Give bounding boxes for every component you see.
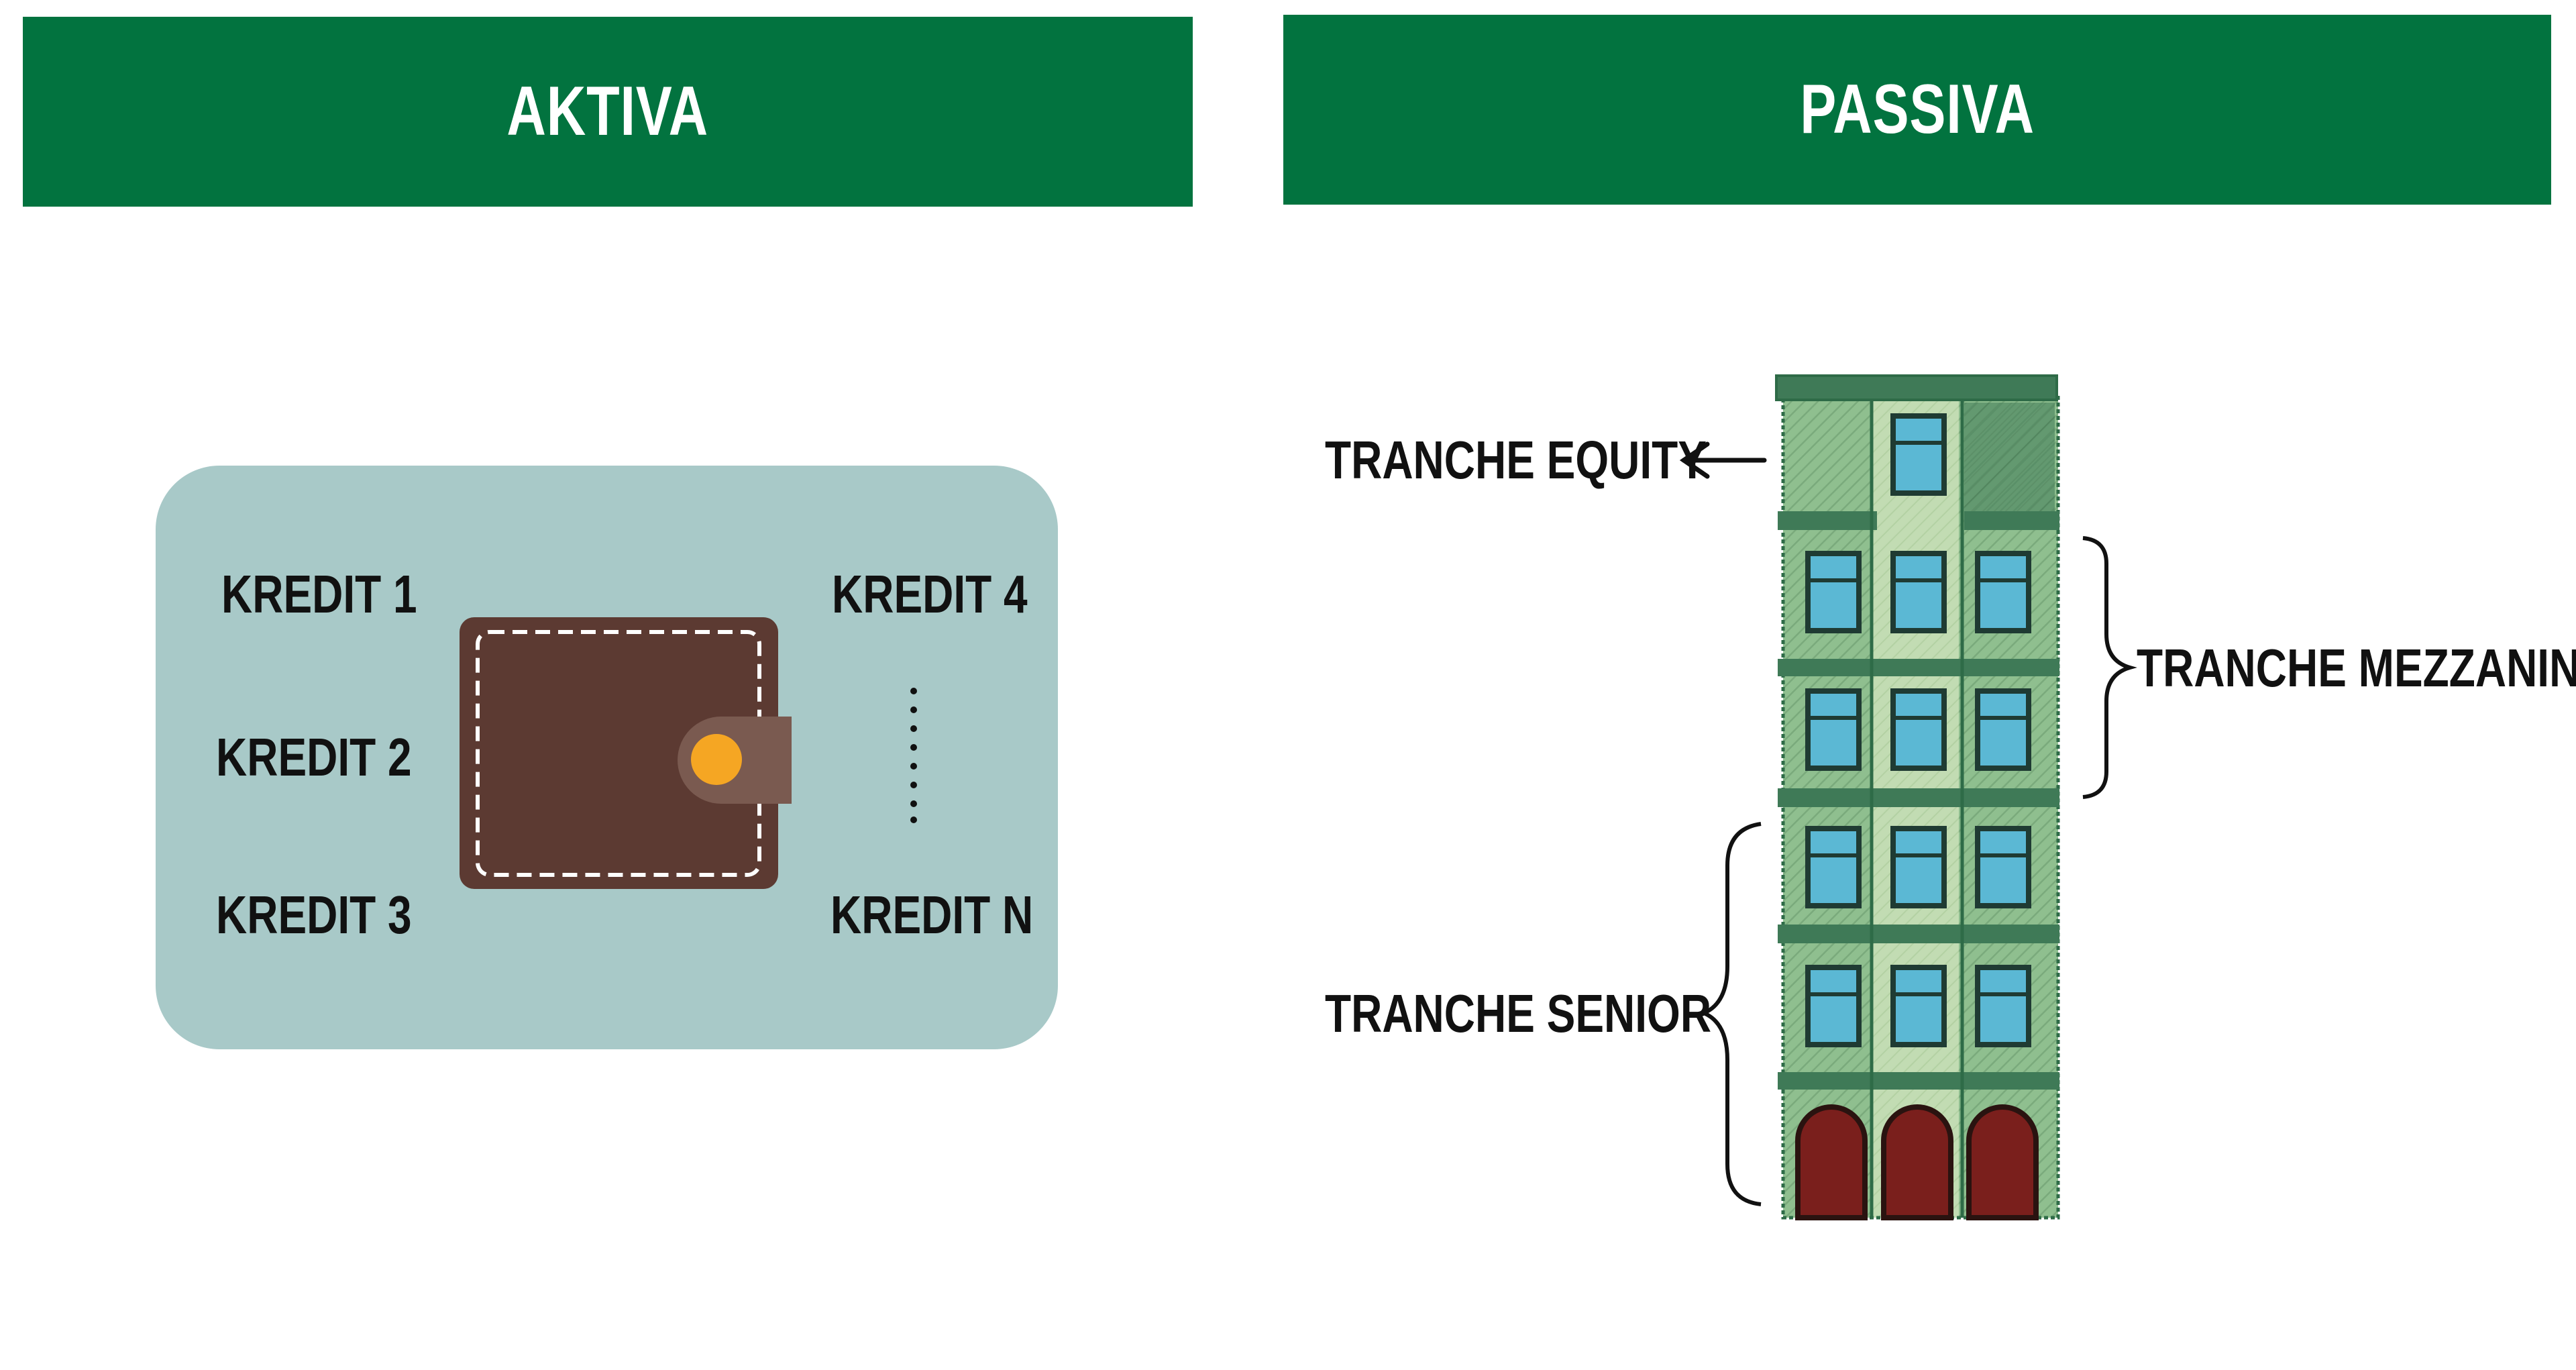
passiva-header-label: PASSIVA (1800, 70, 2035, 148)
tranche-equity-label: TRANCHE EQUITY (1325, 430, 1707, 490)
ellipsis-dots (910, 688, 917, 823)
wallet-icon (460, 617, 792, 889)
passiva-header: PASSIVA (1283, 15, 2551, 205)
credit-label-3: KREDIT 3 (216, 885, 412, 945)
credit-label-n: KREDIT N (830, 885, 1034, 945)
aktiva-header: AKTIVA (23, 17, 1193, 207)
aktiva-header-label: AKTIVA (506, 72, 709, 150)
building-icon (1775, 374, 2060, 1220)
arrow-left-icon (1679, 441, 1767, 479)
credit-label-4: KREDIT 4 (832, 564, 1028, 624)
credit-label-1: KREDIT 1 (221, 564, 417, 624)
credit-label-2: KREDIT 2 (216, 727, 412, 787)
brace-icon (1699, 822, 1762, 1206)
tranche-senior-label: TRANCHE SENIOR (1325, 984, 1712, 1043)
tranche-mezzanine-label: TRANCHE MEZZANINE (2137, 638, 2576, 698)
brace-icon (2082, 536, 2137, 799)
